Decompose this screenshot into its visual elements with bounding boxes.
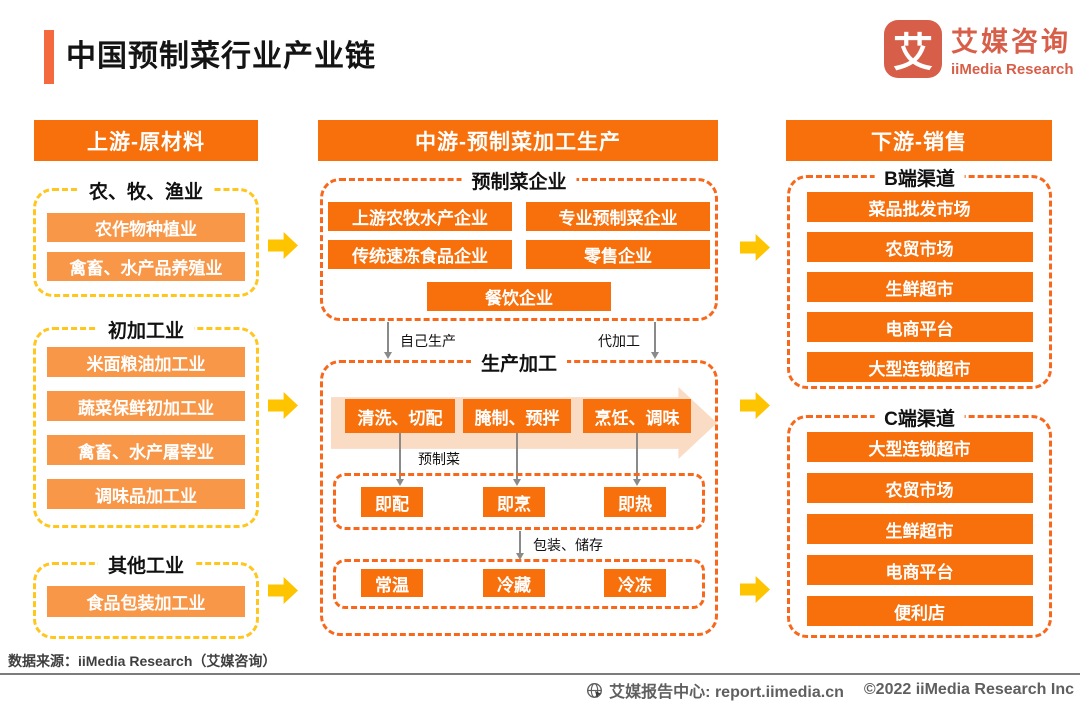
upstream-item: 农作物种植业 [47,213,245,242]
self-produce-label: 自己生产 [400,333,456,349]
storage-type: 冷冻 [604,569,666,597]
flow-arrow-icon [268,392,298,419]
group-agriculture-label: 农、牧、渔业 [78,177,214,204]
iimedia-logo-icon: 艾 [884,20,942,78]
channel-item: 电商平台 [806,312,1033,342]
ready-dish-label: 预制菜 [418,451,460,467]
logo-text: 艾媒咨询 iiMedia Research [951,20,1074,78]
midstream-header: 中游-预制菜加工生产 [318,120,718,161]
upstream-item: 蔬菜保鲜初加工业 [47,391,245,421]
footer-report-info: 艾媒报告中心: report.iimedia.cn ©2022 iiMedia … [586,678,1074,702]
upstream-header: 上游-原材料 [34,120,258,161]
data-source-note: 数据来源：iiMedia Research（艾媒咨询） [8,653,277,669]
process-step: 烹饪、调味 [583,399,691,433]
group-production-processing: 生产加工 清洗、切配 腌制、预拌 烹饪、调味 预制菜 即配 即烹 即热 包装、储… [320,349,718,636]
down-arrow-icon [516,531,524,560]
down-arrow-icon [633,433,641,486]
enterprise-item: 餐饮企业 [427,282,611,311]
report-center-text: 艾媒报告中心: report.iimedia.cn [609,684,844,701]
flow-arrow-icon [740,234,770,261]
page-title: 中国预制菜行业产业链 [66,40,376,73]
flow-arrow-icon [268,232,298,259]
storage-type: 常温 [361,569,423,597]
down-arrow-icon [384,322,392,359]
enterprise-row: 传统速冻食品企业 零售企业 [328,240,710,269]
group-primary-processing: 初加工业 米面粮油加工业 蔬菜保鲜初加工业 禽畜、水产屠宰业 调味品加工业 [33,316,259,528]
ready-type: 即配 [361,487,423,517]
flow-arrow-icon [268,577,298,604]
package-storage-label: 包装、储存 [533,537,603,553]
group-other-industry-label: 其他工业 [97,551,195,578]
channel-item: 农贸市场 [806,473,1033,503]
down-arrow-icon [396,433,404,486]
group-agriculture: 农、牧、渔业 农作物种植业 禽畜、水产品养殖业 [33,177,259,297]
channel-item: 生鲜超市 [806,272,1033,302]
group-b-channel-label: B端渠道 [874,164,965,191]
group-prepared-dish-enterprises: 预制菜企业 上游农牧水产企业 专业预制菜企业 传统速冻食品企业 零售企业 餐饮企… [320,167,718,321]
process-step: 清洗、切配 [345,399,455,433]
group-other-industry: 其他工业 食品包装加工业 [33,551,259,639]
channel-item: 菜品批发市场 [806,192,1033,222]
upstream-item: 禽畜、水产屠宰业 [47,435,245,465]
upstream-item: 食品包装加工业 [47,586,245,617]
logo-name-en: iiMedia Research [951,61,1074,78]
outsource-label: 代加工 [598,333,640,349]
group-production-label: 生产加工 [470,349,568,376]
enterprise-item: 零售企业 [526,240,710,269]
group-enterprises-label: 预制菜企业 [461,167,577,194]
title-accent-bar [44,30,54,84]
enterprise-item: 专业预制菜企业 [526,202,710,231]
down-arrow-icon [513,433,521,486]
upstream-item: 调味品加工业 [47,479,245,509]
channel-item: 大型连锁超市 [806,432,1033,462]
group-primary-processing-label: 初加工业 [97,316,195,343]
storage-types-box [333,559,705,609]
flow-arrow-icon [740,576,770,603]
channel-item: 大型连锁超市 [806,352,1033,382]
copyright-text: ©2022 iiMedia Research Inc [863,681,1074,698]
enterprise-row: 上游农牧水产企业 专业预制菜企业 [328,202,710,231]
logo-glyph: 艾 [893,31,933,75]
ready-types-box [333,473,705,530]
footer-divider [0,673,1080,675]
channel-item: 生鲜超市 [806,514,1033,544]
group-b-channel: B端渠道 菜品批发市场 农贸市场 生鲜超市 电商平台 大型连锁超市 [787,164,1052,389]
flow-arrow-icon [740,392,770,419]
upstream-item: 禽畜、水产品养殖业 [47,252,245,281]
logo-name-cn: 艾媒咨询 [951,27,1071,57]
group-c-channel-label: C端渠道 [874,404,965,431]
upstream-item: 米面粮油加工业 [47,347,245,377]
ready-type: 即热 [604,487,666,517]
channel-item: 电商平台 [806,555,1033,585]
down-arrow-icon [651,322,659,359]
group-c-channel: C端渠道 大型连锁超市 农贸市场 生鲜超市 电商平台 便利店 [787,404,1052,638]
enterprise-item: 传统速冻食品企业 [328,240,512,269]
channel-item: 便利店 [806,596,1033,626]
brand-logo: 艾 艾媒咨询 iiMedia Research [884,20,1074,78]
ready-type: 即烹 [483,487,545,517]
channel-item: 农贸市场 [806,232,1033,262]
enterprise-item: 上游农牧水产企业 [328,202,512,231]
globe-cursor-icon [587,682,603,698]
storage-type: 冷藏 [483,569,545,597]
process-step: 腌制、预拌 [463,399,571,433]
downstream-header: 下游-销售 [786,120,1052,161]
